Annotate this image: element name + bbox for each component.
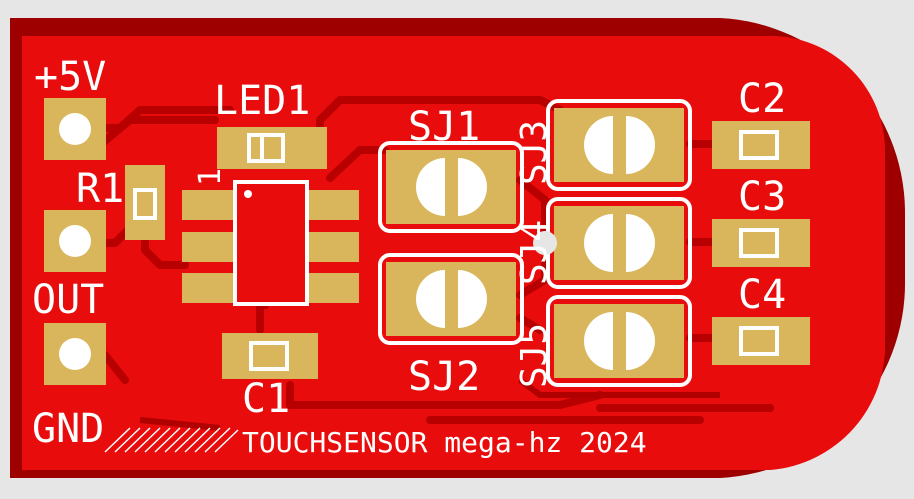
connector-pad-5v <box>44 98 106 160</box>
connector-pad-out <box>44 210 106 272</box>
label-plus5v: +5V <box>34 54 106 100</box>
led1-footprint <box>217 127 327 169</box>
capacitor-c1 <box>222 333 318 379</box>
solder-jumper-sj1 <box>378 141 524 233</box>
capacitor-c3 <box>712 219 810 267</box>
gnd-hatch <box>104 427 239 453</box>
ic-soic8 <box>182 180 359 306</box>
label-gnd: GND <box>32 406 104 452</box>
footer-text: TOUCHSENSOR mega-hz 2024 <box>242 426 647 459</box>
label-sj5: SJ5 <box>514 323 555 388</box>
label-c1: C1 <box>242 376 290 422</box>
capacitor-c4 <box>712 317 810 365</box>
label-sj4: SJ4 <box>514 220 555 285</box>
connector-pad-gnd <box>44 323 106 385</box>
capacitor-c2 <box>712 121 810 169</box>
solder-jumper-sj2 <box>378 253 524 345</box>
solder-jumper-sj3 <box>546 99 692 191</box>
label-sj2: SJ2 <box>408 354 480 400</box>
label-sj3: SJ3 <box>514 120 555 185</box>
resistor-r1 <box>125 165 165 240</box>
solder-jumper-sj5 <box>546 295 692 387</box>
solder-jumper-sj4 <box>533 197 692 289</box>
label-out: OUT <box>32 277 104 323</box>
label-sj1: SJ1 <box>408 104 480 150</box>
label-led1: LED1 <box>214 78 310 124</box>
label-r1: R1 <box>76 166 124 212</box>
label-pin1: 1 <box>193 168 228 186</box>
label-c2: C2 <box>738 76 786 122</box>
label-c3: C3 <box>738 174 786 220</box>
label-c4: C4 <box>738 272 786 318</box>
